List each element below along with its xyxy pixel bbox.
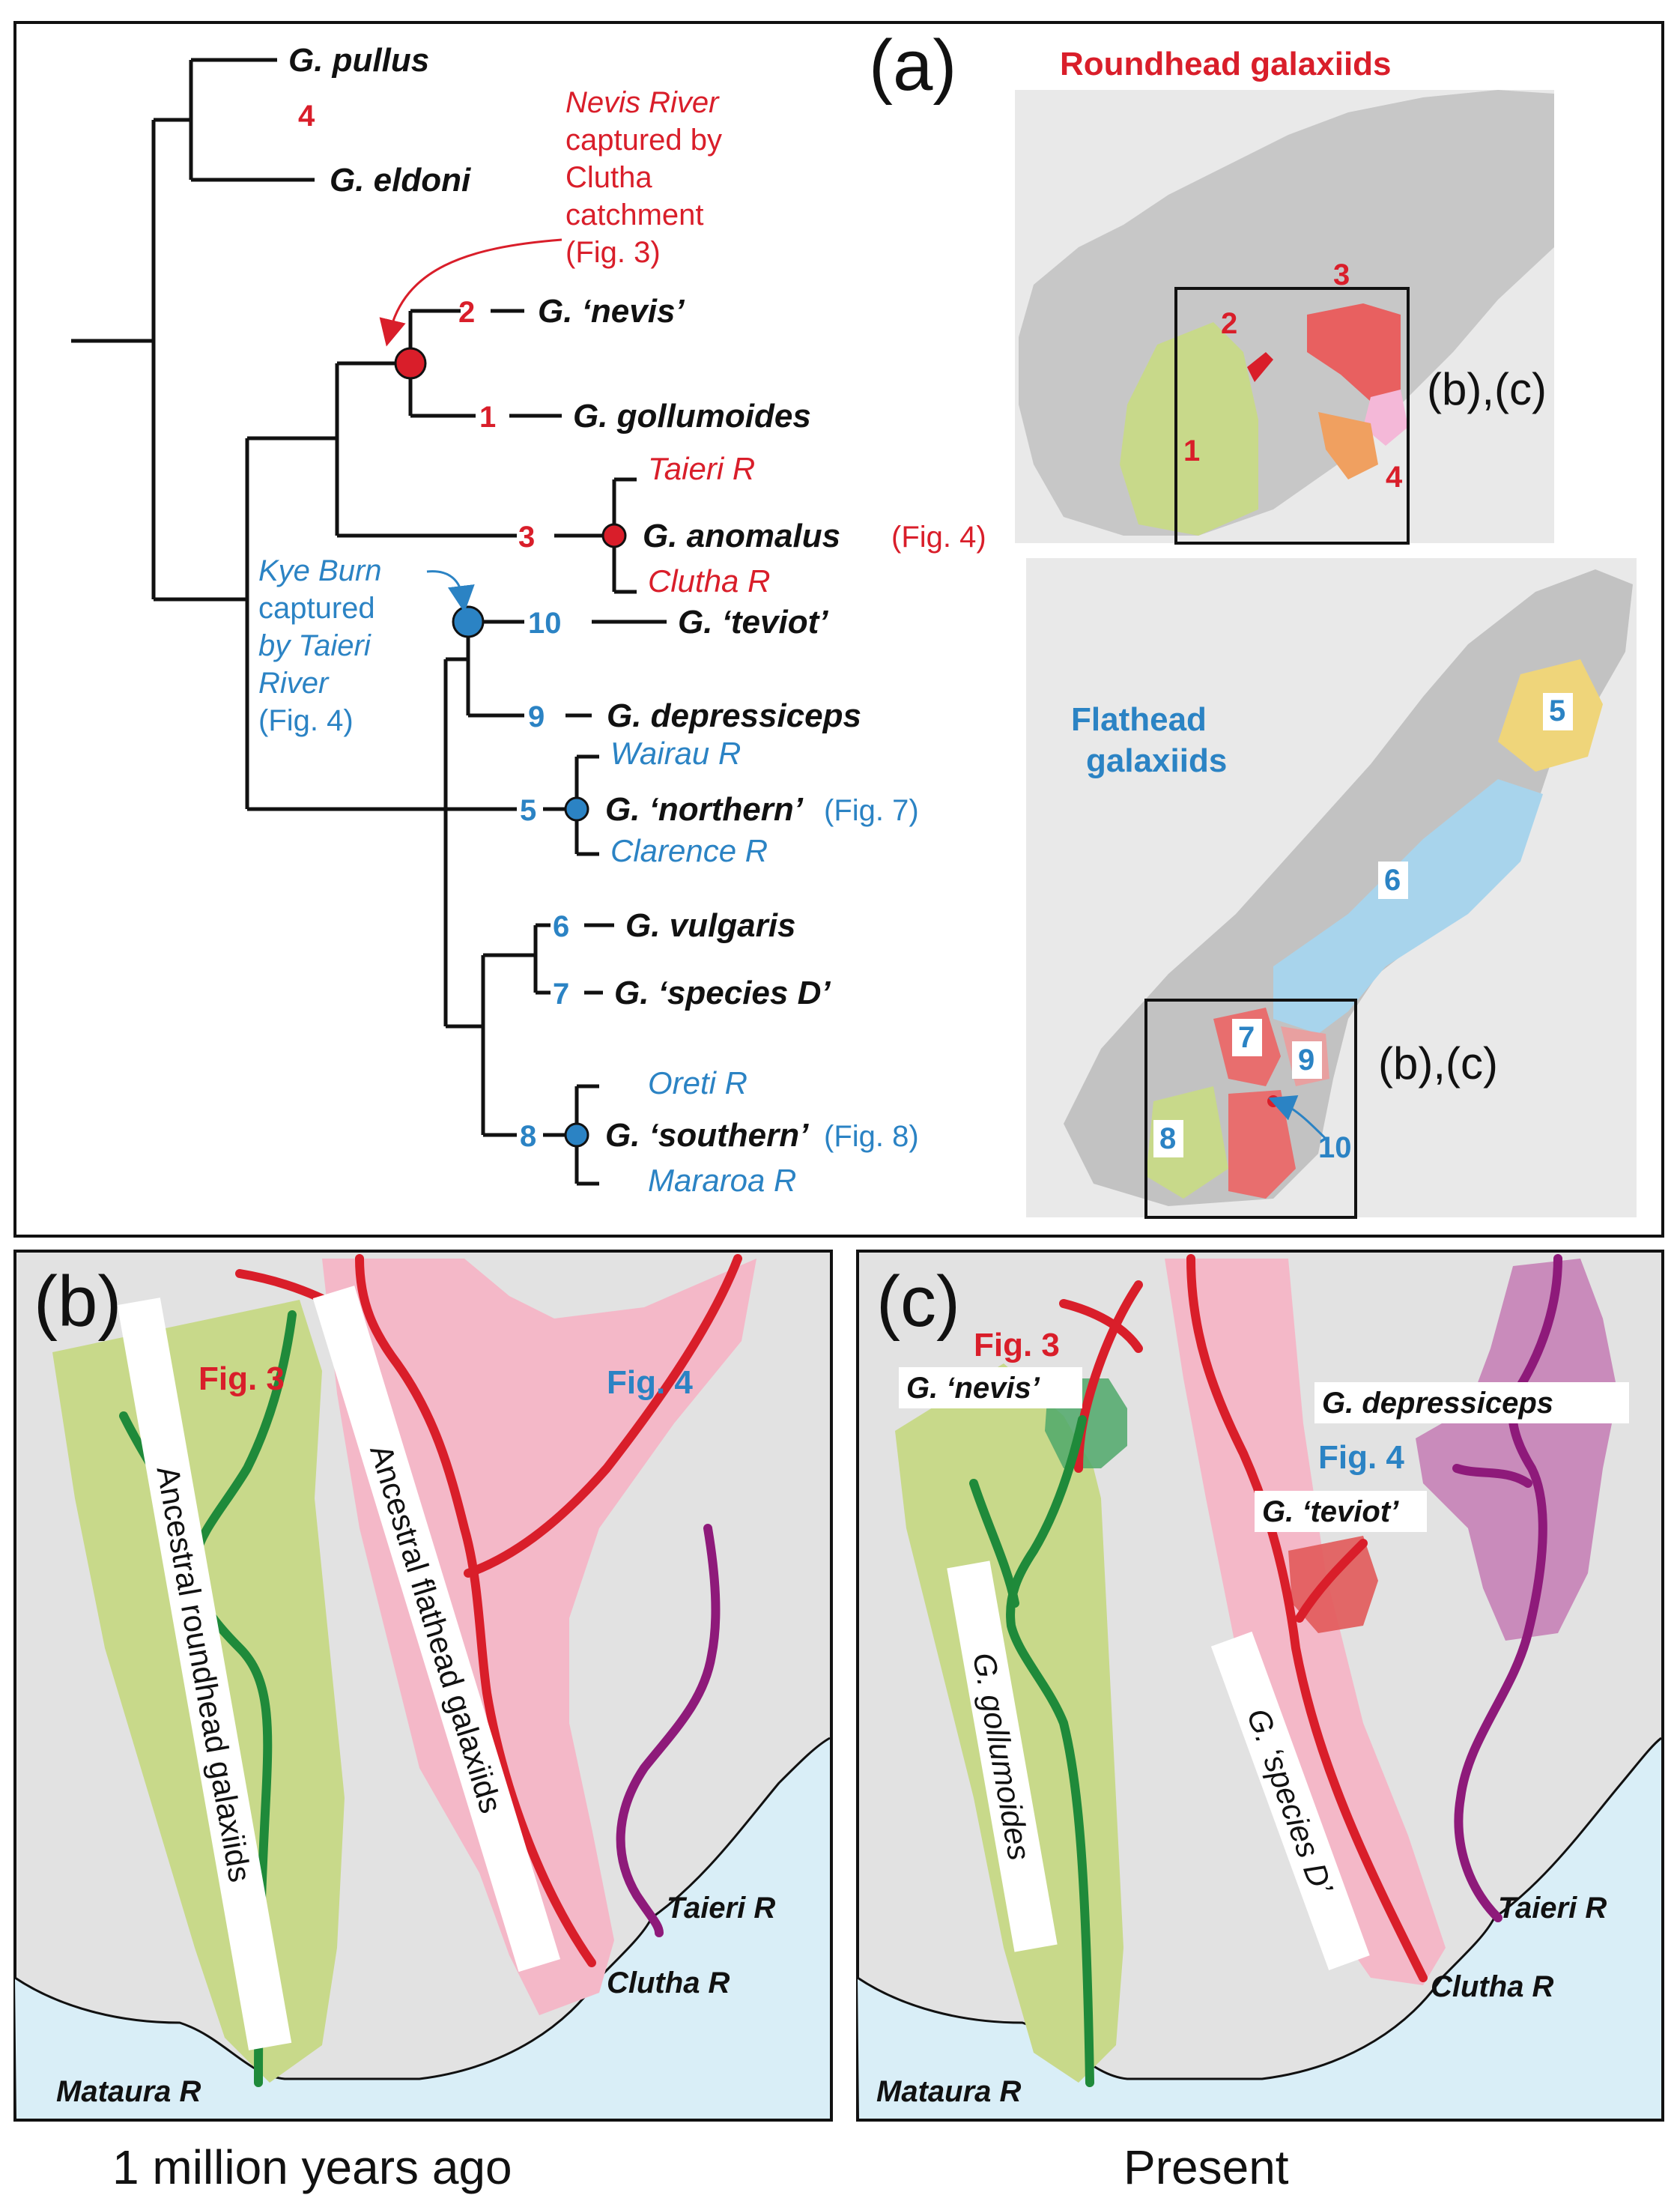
svg-text:9: 9	[1298, 1044, 1314, 1077]
svg-text:4: 4	[1386, 461, 1403, 494]
svg-text:(Fig. 4): (Fig. 4)	[258, 704, 354, 737]
panel-c-depressiceps: G. depressiceps	[1322, 1387, 1553, 1420]
panel-c-label: (c)	[876, 1262, 960, 1342]
clade-number-9: 9	[528, 700, 545, 733]
svg-text:catchment: catchment	[565, 199, 704, 231]
panel-b-mataura: Mataura R	[56, 2075, 201, 2108]
inset-box-round	[1174, 287, 1410, 545]
svg-text:River: River	[258, 667, 330, 700]
taxon-depressiceps: G. depressiceps	[607, 697, 861, 734]
river-mararoa-label: Mararoa R	[648, 1163, 796, 1198]
panel-c: (c) Fig. 3 Fig. 4 G. ‘nevis’ G. depressi…	[856, 1250, 1664, 2122]
panel-a-label: (a)	[869, 25, 956, 106]
clade-number-2: 2	[458, 296, 475, 329]
taxon-species-d: G. ‘species D’	[614, 975, 831, 1011]
panel-c-caption: Present	[1123, 2140, 1289, 2194]
clade-number-5: 5	[520, 794, 536, 827]
svg-text:by Taieri: by Taieri	[258, 629, 372, 662]
clade-number-7: 7	[553, 978, 569, 1011]
river-clarence-label: Clarence R	[610, 833, 768, 868]
panel-b-caption: 1 million years ago	[112, 2140, 512, 2194]
roundhead-map: Roundhead galaxiids 1 2 3 4 (b),(c)	[1015, 46, 1554, 545]
panel-c-fig4: Fig. 4	[1318, 1439, 1404, 1476]
capture-node-nevis	[394, 347, 427, 380]
roundhead-title: Roundhead galaxiids	[1060, 46, 1392, 82]
node-northern	[564, 796, 589, 822]
capture-node-kye-burn	[452, 605, 485, 638]
river-taieri-label: Taieri R	[648, 451, 755, 486]
taxon-southern: G. ‘southern’	[605, 1117, 809, 1154]
taxon-teviot: G. ‘teviot’	[678, 604, 828, 641]
inset-label-flat: (b),(c)	[1378, 1038, 1498, 1089]
svg-text:Nevis River: Nevis River	[565, 86, 720, 119]
clade-number-3: 3	[518, 521, 535, 554]
region-4b	[1318, 412, 1378, 479]
node-anomalus	[601, 523, 627, 548]
svg-text:6: 6	[1384, 864, 1401, 897]
svg-text:5: 5	[1549, 694, 1565, 727]
panel-c-nevis: G. ‘nevis’	[906, 1372, 1040, 1405]
region-6	[1273, 779, 1543, 1034]
panel-b-taieri: Taieri R	[667, 1892, 775, 1925]
inset-label-round: (b),(c)	[1427, 364, 1547, 414]
region-3	[1307, 303, 1401, 408]
clade-number-10: 10	[528, 607, 562, 640]
flathead-title-2: galaxiids	[1086, 742, 1227, 779]
panel-b-fig4: Fig. 4	[607, 1364, 693, 1401]
taxon-pullus: G. pullus	[288, 42, 429, 79]
panel-c-clutha: Clutha R	[1431, 1970, 1554, 2003]
clade-number-4: 4	[298, 100, 315, 133]
region-4	[1363, 390, 1408, 446]
flathead-title-1: Flathead	[1071, 701, 1207, 738]
panel-c-teviot: G. ‘teviot’	[1262, 1495, 1399, 1528]
clade-number-8: 8	[520, 1120, 536, 1153]
svg-text:3: 3	[1333, 258, 1350, 291]
svg-text:Kye Burn: Kye Burn	[258, 554, 382, 587]
svg-text:7: 7	[1238, 1021, 1255, 1054]
svg-text:Clutha: Clutha	[565, 161, 652, 194]
clade-number-1: 1	[479, 401, 496, 434]
panel-c-fig3: Fig. 3	[974, 1327, 1060, 1363]
panel-c-taieri: Taieri R	[1498, 1892, 1607, 1925]
river-wairau-label: Wairau R	[610, 736, 741, 771]
panel-b-fig3: Fig. 3	[198, 1360, 285, 1397]
taxon-anomalus: G. anomalus	[643, 518, 840, 554]
svg-text:(Fig. 3): (Fig. 3)	[565, 236, 661, 269]
taxon-northern: G. ‘northern’	[605, 791, 804, 828]
flathead-map: Flathead galaxiids 5 6 7 8 9 10 (b),(c)	[1026, 558, 1637, 1219]
panel-b-clutha: Clutha R	[607, 1967, 730, 1999]
taxon-vulgaris: G. vulgaris	[625, 907, 795, 944]
node-southern	[564, 1122, 589, 1148]
figref-anomalus: (Fig. 4)	[891, 521, 986, 554]
panel-b-label: (b)	[34, 1262, 121, 1342]
svg-text:captured: captured	[258, 592, 375, 625]
region-2	[1247, 352, 1273, 382]
figref-northern: (Fig. 7)	[824, 794, 919, 827]
annotation-kye-burn: Kye Burn captured by Taieri River (Fig. …	[258, 554, 475, 737]
region-8	[1146, 1086, 1228, 1199]
panel-c-mataura: Mataura R	[876, 2075, 1021, 2108]
svg-text:8: 8	[1159, 1122, 1176, 1155]
river-clutha-label: Clutha R	[648, 563, 770, 599]
svg-text:captured by: captured by	[565, 124, 722, 157]
taxon-nevis: G. ‘nevis’	[538, 293, 685, 330]
clade-number-6: 6	[553, 910, 569, 943]
inset-box-flat	[1144, 999, 1357, 1219]
region-1	[1120, 322, 1258, 536]
svg-text:1: 1	[1183, 435, 1200, 467]
svg-text:2: 2	[1221, 307, 1237, 340]
taxon-eldoni: G. eldoni	[330, 162, 471, 199]
taxon-gollumoides: G. gollumoides	[573, 398, 811, 435]
annotation-nevis: Nevis River captured by Clutha catchment…	[379, 86, 722, 347]
figref-southern: (Fig. 8)	[824, 1120, 919, 1153]
river-oreti-label: Oreti R	[648, 1065, 747, 1100]
panel-b: (b) Fig. 3 Fig. 4 Taieri R Clutha R Mata…	[13, 1250, 833, 2122]
